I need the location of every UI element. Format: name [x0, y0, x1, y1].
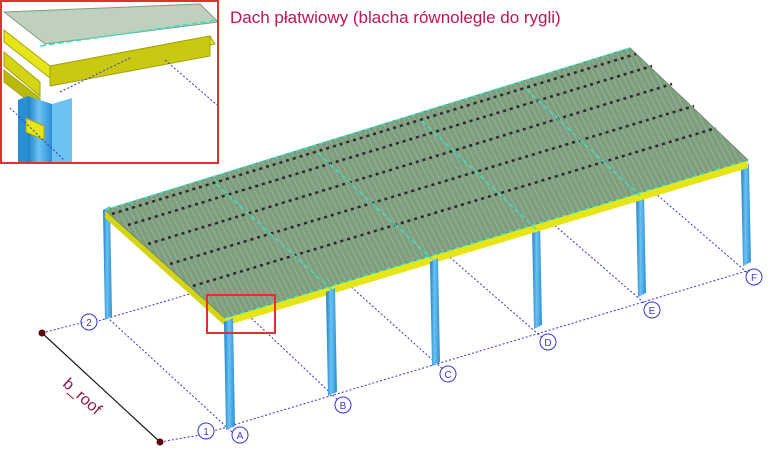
grid-line-a — [107, 317, 233, 433]
column-back-f — [741, 164, 751, 266]
svg-text:1: 1 — [203, 427, 209, 438]
column-back-d — [532, 220, 542, 329]
edge-beam-front — [225, 160, 748, 326]
inset-roof-sheet — [2, 3, 217, 45]
svg-text:E: E — [649, 306, 656, 317]
axis-marker-c: C — [439, 365, 457, 383]
svg-text:B: B — [340, 401, 347, 412]
svg-text:F: F — [751, 273, 757, 284]
detail-focus-frame — [206, 294, 276, 334]
axis-marker-b: B — [334, 396, 352, 414]
purlins — [111, 52, 717, 288]
inset-rafter — [3, 50, 41, 98]
columns-back-row — [103, 164, 751, 329]
grid-axis-markers: A B C D E F 1 2 — [80, 268, 763, 444]
axis-marker-1: 1 — [197, 422, 215, 440]
svg-text:D: D — [544, 338, 551, 349]
svg-text:2: 2 — [86, 318, 92, 329]
axis-marker-2: 2 — [80, 313, 98, 331]
axis-marker-d: D — [539, 333, 557, 351]
diagram-title: Dach płatwiowy (blacha równolegle do ryg… — [230, 8, 561, 27]
roof-slab — [104, 47, 749, 326]
inset-column-flange — [18, 96, 28, 162]
dimension-end-point — [156, 438, 164, 446]
dimension-label: b_roof — [59, 375, 105, 418]
column-back-2 — [103, 206, 112, 320]
axis-marker-f: F — [745, 268, 763, 286]
axis-marker-a: A — [231, 426, 249, 444]
column-c — [430, 258, 440, 366]
grid-line-d — [429, 239, 546, 341]
detail-inset — [0, 0, 219, 164]
grid-line-f — [639, 179, 751, 276]
dimension-b-roof: b_roof — [38, 321, 201, 446]
column-a — [224, 318, 235, 430]
svg-text:A: A — [237, 431, 244, 442]
rafters — [104, 47, 749, 319]
svg-text:C: C — [444, 370, 451, 381]
edge-beam-left — [105, 210, 225, 326]
columns-front-row — [224, 258, 440, 430]
dimension-end-point — [38, 329, 46, 337]
grid-line-e — [536, 209, 651, 309]
axis-marker-e: E — [643, 301, 661, 319]
column-back-e — [636, 192, 646, 297]
column-b — [326, 288, 337, 396]
